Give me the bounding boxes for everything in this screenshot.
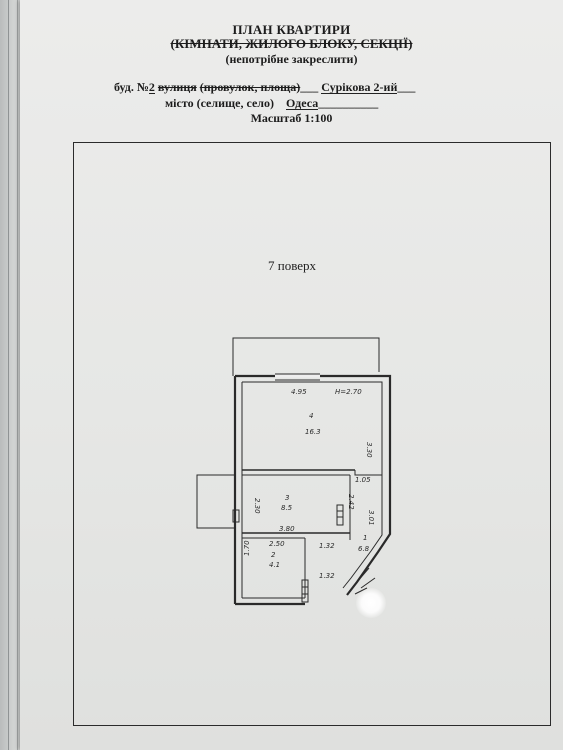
floor-label: 7 поверх: [268, 258, 317, 273]
exterior-wall: [235, 374, 392, 596]
dim-1-70: 1.70: [243, 540, 251, 556]
dim-1-05: 1.05: [355, 476, 371, 484]
dim-3-01: 3.01: [367, 510, 375, 526]
dim-2-50: 2.50: [269, 540, 285, 548]
plan-frame: [73, 142, 551, 726]
building-number: 2: [148, 80, 155, 94]
room-number: 4: [309, 412, 313, 420]
dim-1-32: 1.32: [319, 572, 335, 580]
radiator: [301, 579, 309, 603]
door-leaf: [356, 567, 370, 583]
city-value: Одеса: [286, 96, 319, 110]
dim-2-30: 2.30: [253, 498, 261, 514]
light-glare: [356, 588, 386, 618]
street-value: Сурікова 2-ий: [321, 80, 398, 94]
room-area: 16.3: [305, 428, 321, 436]
sheet-edge-line: [8, 0, 9, 750]
dim-1-32: 1.32: [319, 542, 335, 550]
closet-wall: [354, 470, 382, 476]
city-label: місто (селище, село): [165, 96, 274, 110]
street-alt-label: (провулок, площа): [199, 80, 301, 94]
balcony-outline: [232, 337, 380, 376]
room-area: 6.8: [358, 545, 370, 553]
room-number: 3: [285, 494, 289, 502]
strike-note: (непотрібне закреслити): [225, 52, 358, 66]
dim-3-80: 3.80: [279, 525, 295, 533]
ceiling-height: H=2.70: [335, 388, 362, 396]
vent-mark: [232, 509, 240, 523]
scale-label: Масштаб 1:100: [250, 111, 333, 125]
room-number: 1: [363, 534, 367, 542]
exterior-wall-inner: [242, 381, 383, 589]
sheet-edge-line: [17, 0, 18, 750]
document-title: ПЛАН КВАРТИРИ: [232, 22, 351, 37]
room-area: 8.5: [281, 504, 293, 512]
dim-4-95: 4.95: [291, 388, 307, 396]
radiator: [336, 504, 344, 526]
dim-2-42: 2.42: [347, 494, 355, 510]
street-label: вулиця: [157, 80, 197, 94]
room-area: 4.1: [269, 561, 280, 569]
annex-outline: [196, 474, 235, 529]
apartment-floor-plan: 4.95 H=2.70 4 16.3 3.30 2.30 3 8.5 2.42 …: [196, 337, 392, 606]
struck-subtitle: (КІМНАТИ, ЖИЛОГО БЛОКУ, СЕКЦІЇ): [170, 36, 413, 51]
door-leaf: [360, 577, 376, 589]
dim-3-30: 3.30: [365, 442, 373, 458]
building-label: буд. №: [114, 80, 149, 94]
address-line-city: місто (селище, село) Одеса__________: [165, 96, 379, 110]
address-line-building: буд. №2 вулиця (провулок, площа)___ Сурі…: [114, 80, 416, 94]
room-number: 2: [271, 551, 276, 559]
